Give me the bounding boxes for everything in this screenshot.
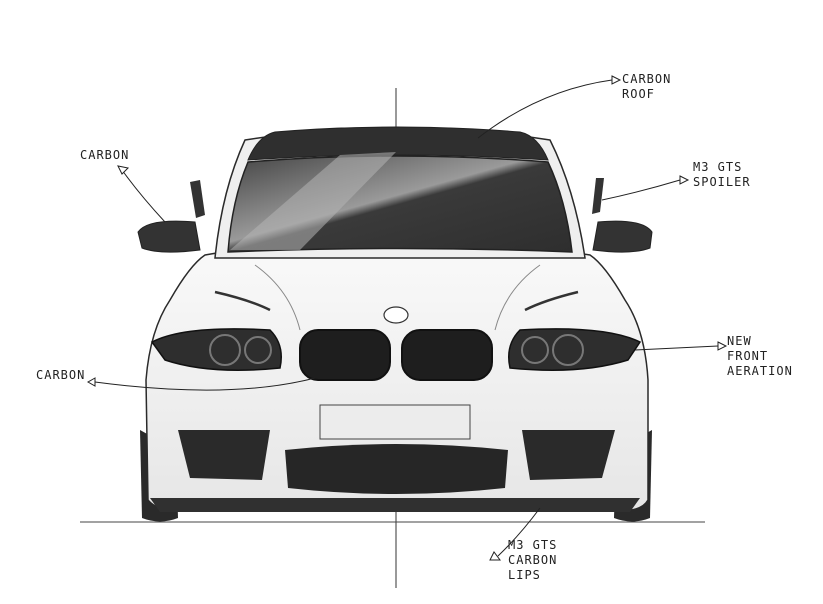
carbon-roof (247, 126, 549, 161)
right-side-intake (522, 430, 615, 480)
hood-crease-right (524, 290, 579, 312)
badge (383, 306, 409, 324)
windshield-reflection (230, 152, 396, 250)
annotation-front-aeration: NEW FRONT AERATION (727, 334, 793, 378)
annotation-carbon-lips: M3 GTS CARBON LIPS (508, 538, 558, 582)
right-spoiler (592, 178, 604, 214)
left-side-intake (178, 430, 270, 480)
kidney-grille-left (299, 329, 391, 381)
left-mirror (137, 220, 201, 253)
leader-lips (497, 507, 541, 557)
annotation-gts-spoiler: M3 GTS SPOILER (693, 160, 751, 189)
left-spoiler (190, 180, 205, 218)
license-plate (319, 404, 471, 440)
leader-roof (477, 79, 613, 139)
annotation-carbon-roof: CARBON ROOF (622, 72, 672, 101)
leader-aeration (634, 345, 719, 351)
hood-crease-left (214, 290, 271, 312)
hood-line-right (494, 264, 541, 331)
annotation-carbon-mirror: CARBON (80, 148, 130, 162)
lower-intake (285, 444, 508, 494)
hood-line-left (254, 264, 301, 331)
annotation-carbon-headlight: CARBON (36, 368, 86, 382)
right-mirror (592, 220, 653, 253)
leader-mirror (121, 169, 166, 223)
carbon-lip (150, 498, 640, 512)
kidney-grille-right (401, 329, 493, 381)
leader-spoiler (601, 179, 681, 201)
leader-headlight (94, 377, 316, 391)
